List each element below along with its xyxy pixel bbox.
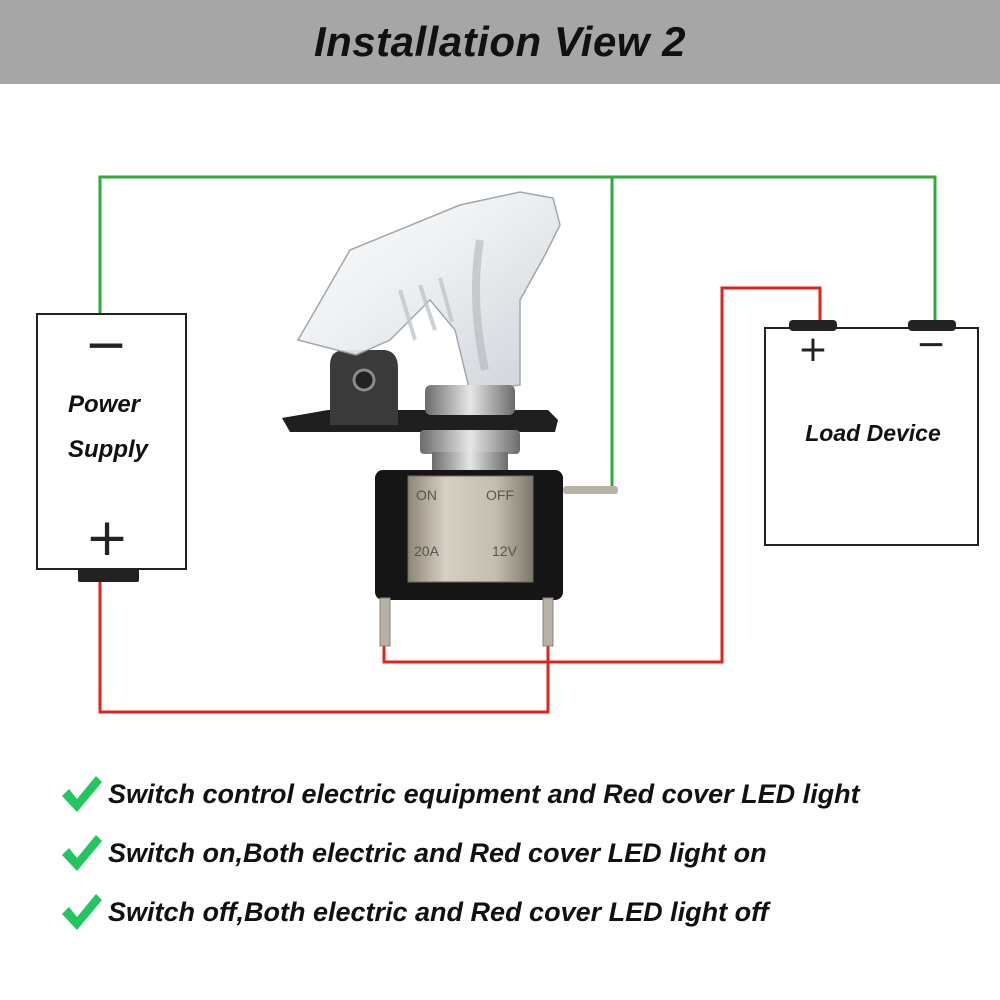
- power-supply-minus: −: [84, 315, 128, 375]
- power-supply-label-line2: Supply: [68, 436, 150, 463]
- toggle-switch: [282, 191, 618, 647]
- load-device-minus: −: [916, 324, 946, 365]
- power-supply: [36, 313, 187, 582]
- list-item: Switch off,Both electric and Red cover L…: [58, 883, 988, 942]
- feature-list: Switch control electric equipment and Re…: [58, 765, 988, 942]
- checkmark-icon: [62, 893, 102, 930]
- feature-text: Switch on,Both electric and Red cover LE…: [108, 838, 767, 868]
- switch-on-label: ON: [416, 487, 437, 503]
- power-supply-label-line1: Power: [68, 391, 142, 418]
- negative-wire: [98, 175, 937, 490]
- checkmark-icon: [62, 775, 102, 812]
- list-item: Switch on,Both electric and Red cover LE…: [58, 824, 988, 883]
- switch-volt-label: 12V: [492, 543, 518, 559]
- load-device: [764, 320, 979, 546]
- list-item: Switch control electric equipment and Re…: [58, 765, 988, 824]
- switch-amp-label: 20A: [414, 543, 440, 559]
- load-device-label: Load Device: [805, 420, 941, 446]
- page-title: Installation View 2: [313, 18, 687, 65]
- positive-wire: [98, 286, 822, 714]
- feature-text: Switch off,Both electric and Red cover L…: [108, 897, 769, 927]
- checkmark-icon: [62, 834, 102, 871]
- power-supply-plus: +: [85, 508, 129, 568]
- switch-off-label: OFF: [486, 487, 514, 503]
- load-device-plus: +: [798, 329, 828, 370]
- feature-text: Switch control electric equipment and Re…: [108, 779, 860, 809]
- title-banner: Installation View 2: [0, 0, 1000, 84]
